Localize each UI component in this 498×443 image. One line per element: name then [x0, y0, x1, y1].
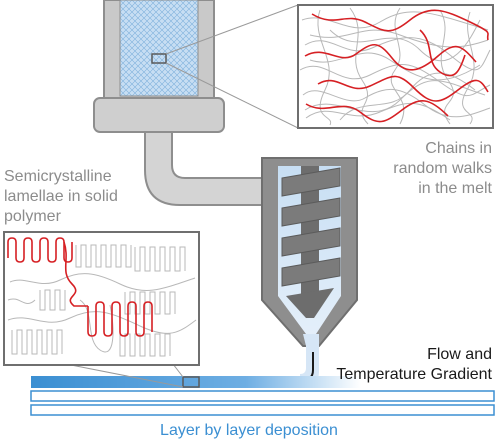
layer-deposition-label: Layer by layer deposition: [160, 422, 338, 439]
melt-label-line-1: Chains in: [425, 140, 492, 157]
flow-label-line-1: Flow and: [427, 346, 492, 363]
solid-label-line-3: polymer: [4, 208, 61, 225]
flow-gradient-label: Flow and Temperature Gradient: [232, 345, 492, 385]
feed-barrel: [93, 0, 225, 133]
flow-label-line-2: Temperature Gradient: [336, 366, 492, 383]
melt-zoom-lines: [165, 4, 299, 129]
melt-label-line-3: in the melt: [418, 180, 492, 197]
melt-chains-label: Chains in random walks in the melt: [362, 139, 492, 199]
solid-label-line-2: lamellae in solid: [4, 188, 118, 205]
solid-lamellae-label: Semicrystalline lamellae in solid polyme…: [4, 167, 204, 227]
nozzle: [261, 157, 358, 385]
solid-label-line-1: Semicrystalline: [4, 168, 112, 185]
solid-zoom-marker: [182, 376, 200, 388]
melt-inset: [297, 4, 494, 129]
melt-label-line-2: random walks: [393, 160, 492, 177]
melt-zoom-marker: [151, 53, 167, 64]
deposited-layers: [30, 376, 495, 416]
solid-inset: [3, 231, 200, 366]
